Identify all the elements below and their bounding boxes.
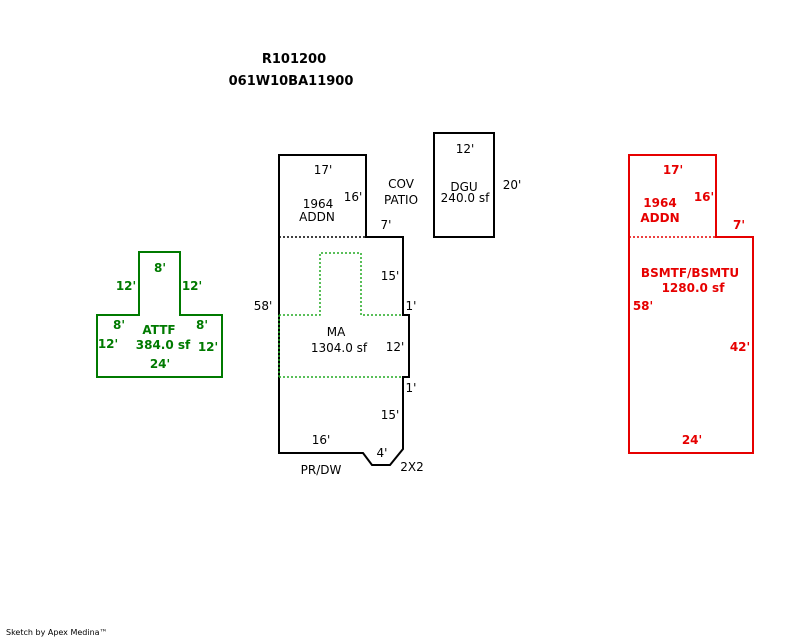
basement-dim-right: 42' — [730, 340, 750, 354]
account-number: R101200 — [262, 52, 326, 67]
attf-area: 8' 12' 12' 8' 8' ATTF 12' 384.0 sf 12' 2… — [96, 251, 223, 378]
footer-credit: Sketch by Apex Medina™ — [6, 628, 108, 637]
main-house: 17' 16' 1964 ADDN COV PATIO 7' 15' 58' 1… — [254, 154, 424, 477]
basement-label: BSMTF/BSMTU — [641, 266, 739, 280]
basement-dim-bottom: 24' — [682, 433, 702, 447]
basement-addn-label: ADDN — [640, 211, 679, 225]
attf-area-value: 384.0 sf — [136, 338, 191, 352]
main-dim-notch: 7' — [381, 218, 392, 232]
dgu-area-value: 240.0 sf — [441, 191, 490, 205]
attf-outline — [96, 251, 223, 378]
basement-addn-year: 1964 — [643, 196, 676, 210]
cov-patio-line2: PATIO — [384, 193, 418, 207]
cov-patio-line1: COV — [388, 177, 415, 191]
addn-year: 1964 — [303, 197, 334, 211]
main-dim-top: 17' — [314, 163, 333, 177]
main-dim-corner: 4' — [377, 446, 388, 460]
attf-dim-side-left: 12' — [98, 337, 118, 351]
ma-section-outline — [279, 252, 403, 316]
addn-label: ADDN — [299, 210, 335, 224]
main-dim-step-lower: 1' — [406, 381, 417, 395]
ma-area-value: 1304.0 sf — [311, 341, 368, 355]
attf-dim-mid-left: 8' — [113, 318, 125, 332]
dgu-outline — [433, 132, 495, 238]
main-dim-addn-side: 16' — [344, 190, 363, 204]
basement-outline — [628, 154, 754, 454]
dgu-area: 12' DGU 240.0 sf 20' — [433, 132, 522, 238]
basement-area: 17' 16' 1964 ADDN 7' BSMTF/BSMTU 1280.0 … — [628, 154, 754, 454]
basement-dim-left: 58' — [633, 299, 653, 313]
basement-area-value: 1280.0 sf — [662, 281, 726, 295]
dgu-label: DGU — [450, 180, 477, 194]
attf-label: ATTF — [142, 323, 175, 337]
attf-dim-top: 8' — [154, 261, 166, 275]
main-dim-right-lower: 15' — [381, 408, 400, 422]
main-dim-left: 58' — [254, 299, 273, 313]
attf-dim-bottom: 24' — [150, 357, 170, 371]
attf-dim-upper-left: 12' — [116, 279, 136, 293]
main-dim-right-mid: 12' — [386, 340, 405, 354]
attf-dim-mid-right: 8' — [196, 318, 208, 332]
main-dim-right-upper: 15' — [381, 269, 400, 283]
map-taxlot-number: 061W10BA11900 — [229, 74, 354, 89]
attf-dim-upper-right: 12' — [182, 279, 202, 293]
prdw-label: PR/DW — [301, 463, 342, 477]
basement-dim-addn-side: 16' — [694, 190, 714, 204]
main-dim-bottom: 16' — [312, 433, 331, 447]
dgu-dim-side: 20' — [503, 178, 522, 192]
main-corner-label: 2X2 — [400, 460, 424, 474]
basement-dim-top: 17' — [663, 163, 683, 177]
basement-dim-notch: 7' — [733, 218, 745, 232]
attf-dim-side-right: 12' — [198, 340, 218, 354]
ma-label: MA — [327, 325, 346, 339]
dgu-dim-top: 12' — [456, 142, 475, 156]
main-dim-step-upper: 1' — [406, 299, 417, 313]
main-house-outline — [278, 154, 410, 466]
